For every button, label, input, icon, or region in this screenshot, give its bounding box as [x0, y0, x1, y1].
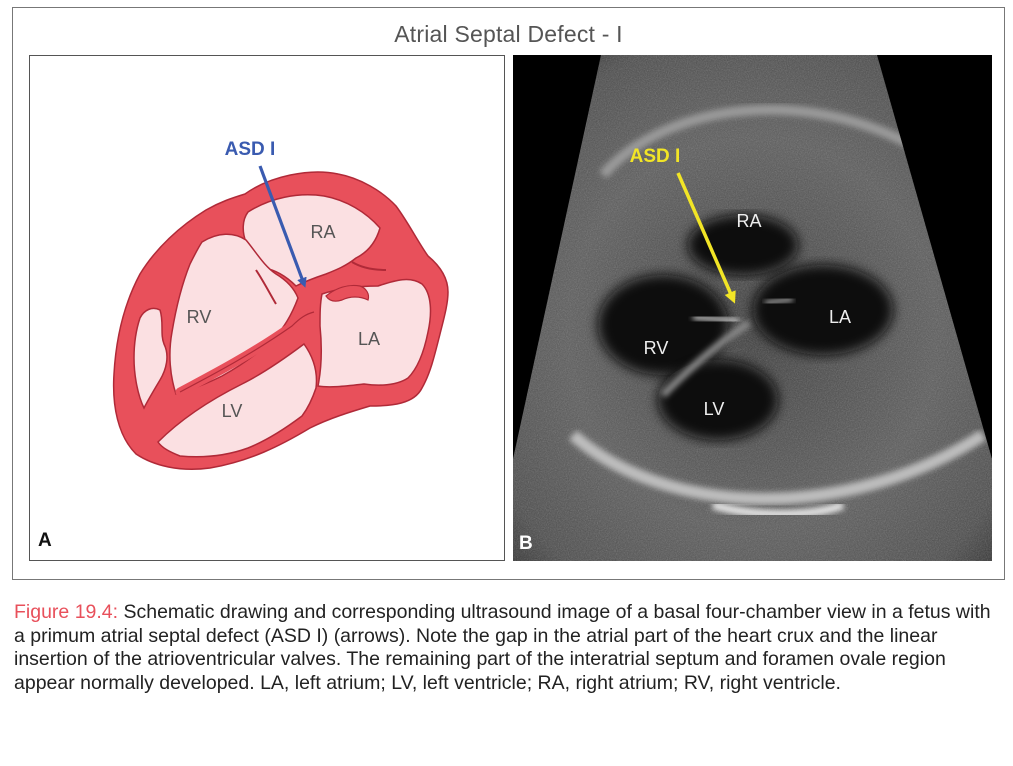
ventricular-septum-outline — [179, 311, 315, 393]
us-la-chamber — [753, 265, 893, 355]
label-la-b: LA — [829, 307, 851, 327]
rv-chamber — [169, 233, 299, 395]
caption-number: Figure 19.4: — [14, 601, 119, 623]
label-rv-a: RV — [187, 307, 212, 327]
label-ra-b: RA — [736, 211, 761, 231]
us-lv-chamber — [658, 360, 778, 440]
av-valve-right — [351, 261, 387, 271]
rv-trabeculation — [133, 307, 168, 410]
atrial-septum-remnant — [325, 284, 370, 302]
label-lv-b: LV — [704, 399, 725, 419]
la-chamber — [317, 278, 432, 388]
ultrasound-image: ASD I RA RV LA LV — [513, 55, 992, 561]
label-lv-a: LV — [222, 401, 243, 421]
lv-chamber — [157, 342, 318, 458]
figure-caption: Figure 19.4: Schematic drawing and corre… — [14, 601, 1004, 695]
panel-a-schematic: ASD I RA RV LA LV A — [29, 55, 505, 561]
panel-b-ultrasound: ASD I RA RV LA LV B — [513, 55, 992, 561]
heart-schematic: ASD I RA RV LA LV — [112, 139, 449, 470]
label-la-a: LA — [358, 329, 380, 349]
asd-arrow-b — [676, 172, 736, 304]
panel-letter-a: A — [38, 530, 52, 551]
label-rv-b: RV — [644, 338, 669, 358]
asd-label-b: ASD I — [630, 146, 681, 167]
caption-text: Schematic drawing and corresponding ultr… — [14, 601, 991, 694]
panel-letter-b: B — [519, 533, 533, 554]
asd-arrow-a — [258, 165, 307, 288]
label-ra-a: RA — [310, 222, 335, 242]
av-valve-left — [255, 269, 277, 305]
figure-title: Atrial Septal Defect - I — [394, 21, 623, 47]
us-rv-chamber — [598, 275, 728, 375]
asd-label-a: ASD I — [225, 139, 276, 160]
